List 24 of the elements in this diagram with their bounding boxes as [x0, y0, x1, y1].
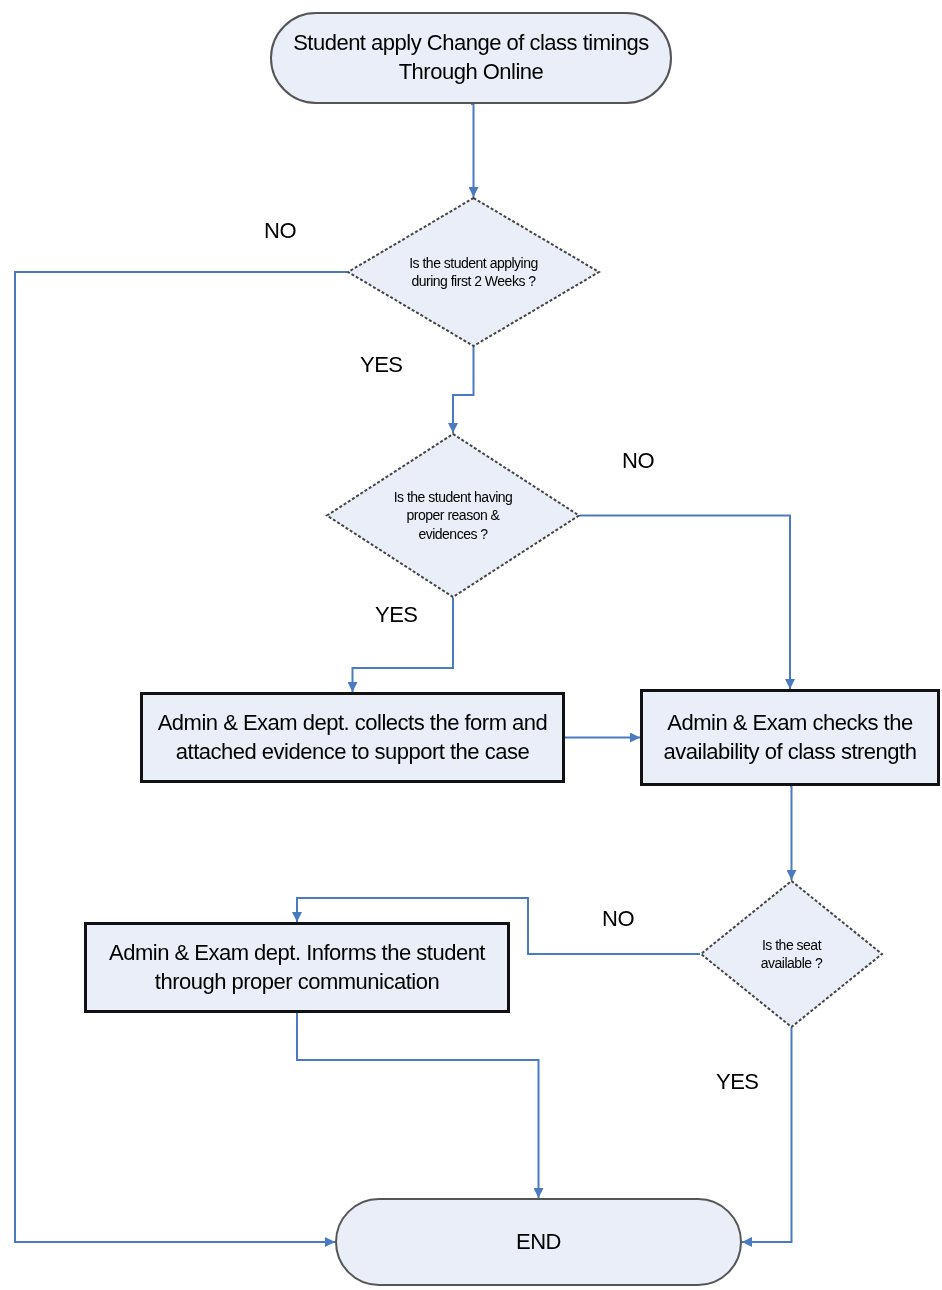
- process-text: Admin & Exam checks the availability of class strength: [662, 708, 918, 766]
- arrow: [741, 1027, 793, 1247]
- terminal-text: Student apply Change of class timings Through Online: [292, 29, 650, 86]
- arrow: [347, 597, 454, 693]
- arrow: [14, 271, 348, 1247]
- arrow: [564, 732, 641, 743]
- process-box: [140, 692, 565, 783]
- arrow: [579, 514, 795, 690]
- process-text: Admin & Exam dept. collects the form and attached evidence to support the case: [156, 708, 549, 766]
- decision-diamond: [326, 433, 580, 598]
- arrow: [786, 785, 797, 881]
- arrow: [296, 1012, 544, 1199]
- decision-text: Is the student applying during first 2 Weeks ?: [408, 253, 539, 291]
- process-box: [84, 922, 510, 1013]
- decision-text: Is the seat available ?: [759, 935, 824, 973]
- decision-diamond: [700, 880, 883, 1028]
- arrow: [468, 103, 479, 198]
- process-text: Admin & Exam dept. Informs the student through proper communication: [108, 938, 487, 996]
- terminal-text: END: [516, 1227, 561, 1256]
- arrow: [292, 897, 701, 955]
- decision-text: Is the student having proper reason & evidences ?: [392, 488, 514, 543]
- decision-diamond: [347, 197, 600, 347]
- arrow: [448, 346, 475, 434]
- process-box: [640, 689, 940, 786]
